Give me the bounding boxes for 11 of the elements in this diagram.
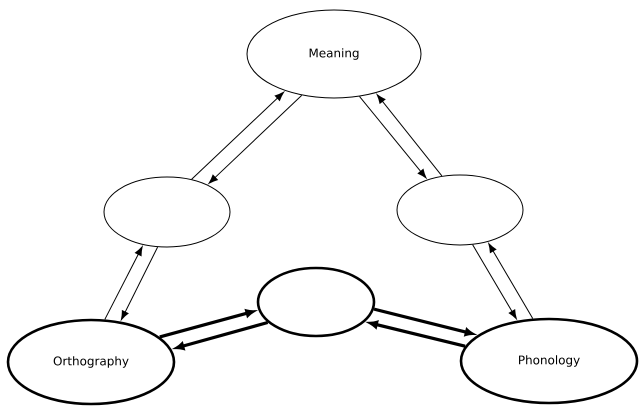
arrow <box>104 246 143 320</box>
arrow <box>488 243 534 319</box>
arrow <box>191 92 284 180</box>
arrow <box>376 94 442 176</box>
hidden-unit-ellipse <box>256 266 376 338</box>
hidden-unit-ellipse <box>396 174 524 246</box>
arrow <box>472 244 517 320</box>
arrow <box>359 96 426 178</box>
arrow <box>120 246 158 320</box>
hidden-unit-ellipse <box>104 176 230 248</box>
arrow <box>208 94 302 184</box>
